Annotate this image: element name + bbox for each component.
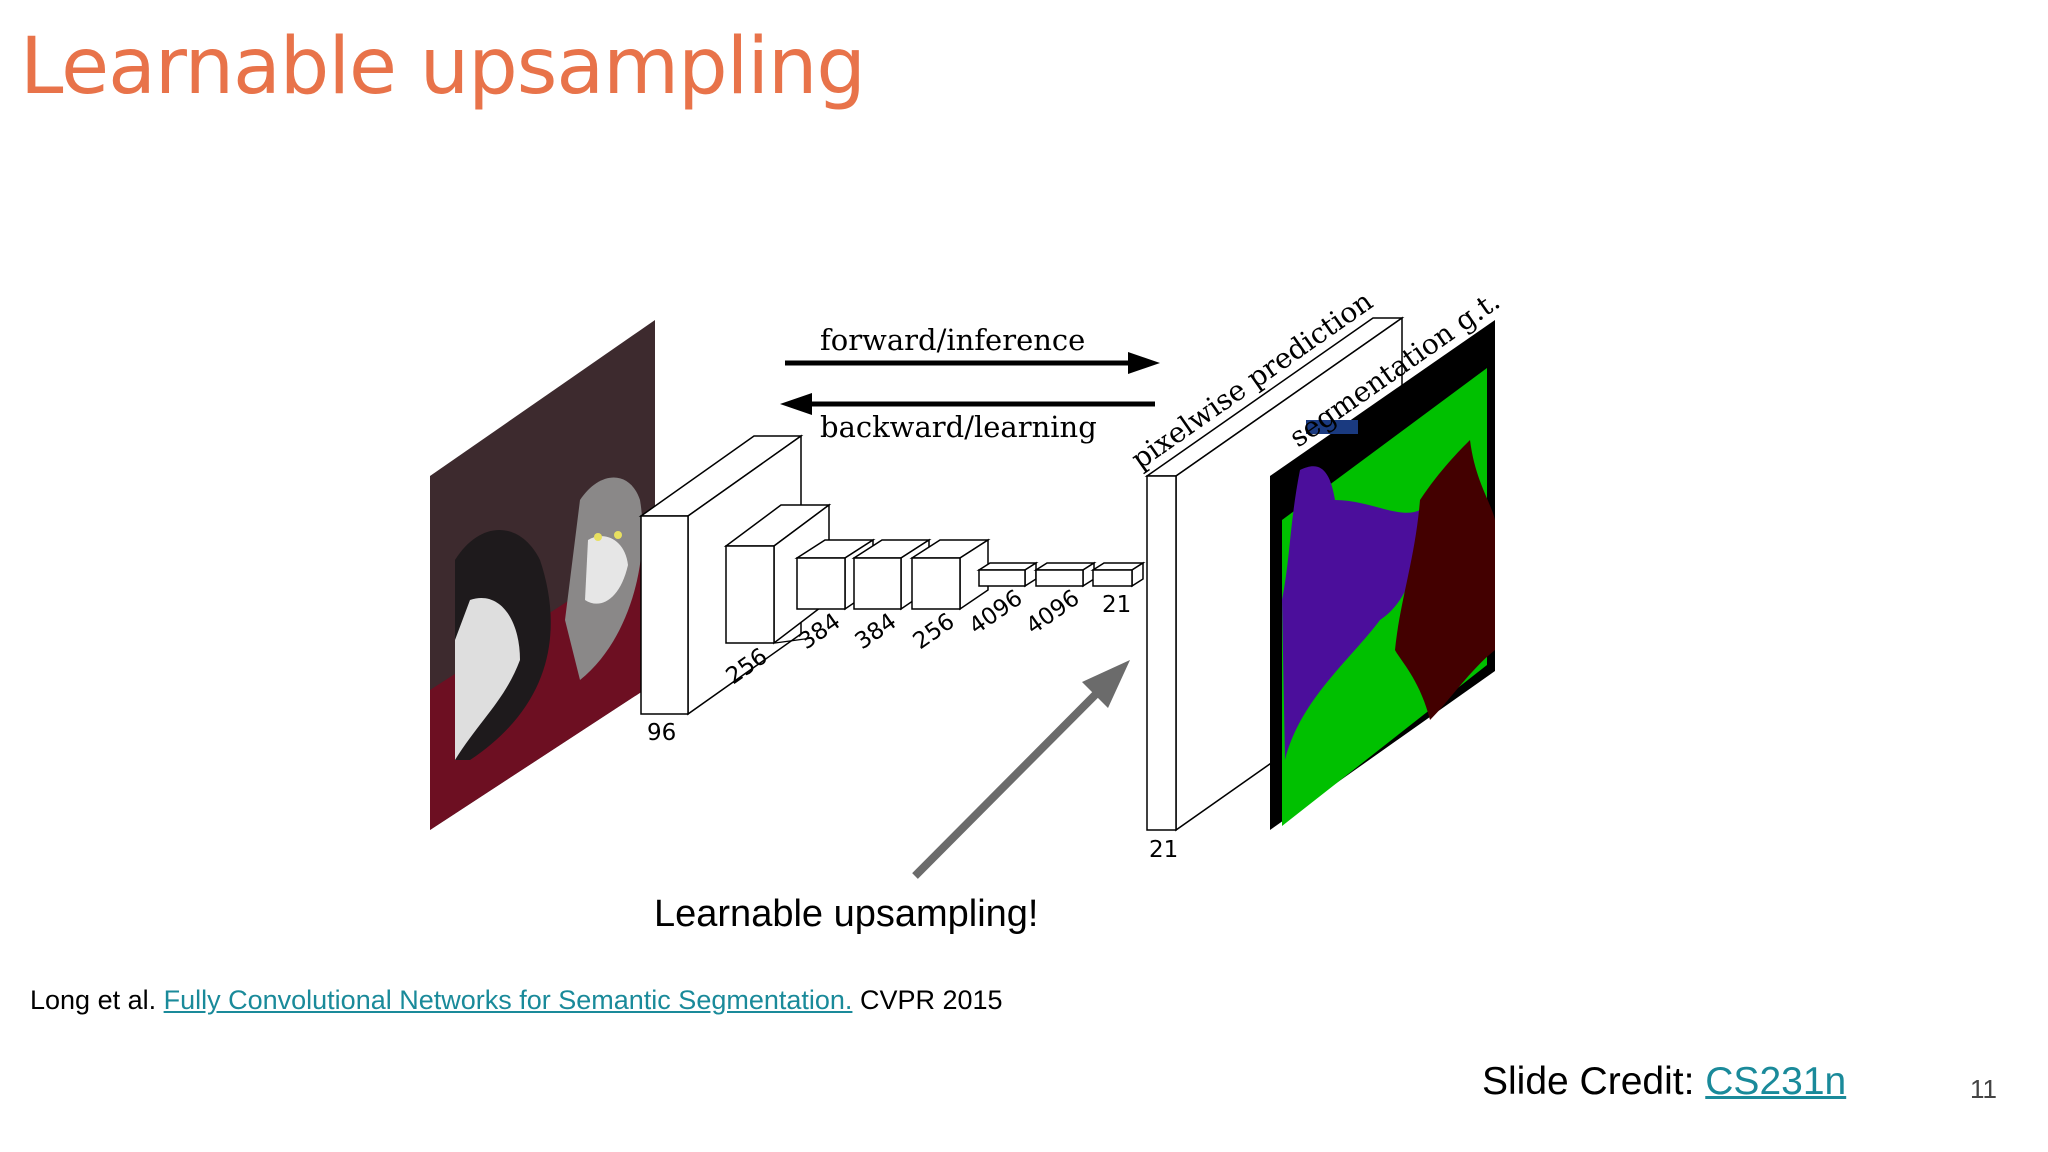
layer-label-384b: 384 (851, 608, 902, 654)
citation-prefix: Long et al. (30, 985, 164, 1015)
flow-arrows (780, 352, 1160, 415)
cs231n-link[interactable]: CS231n (1705, 1060, 1847, 1103)
layer-label-256b: 256 (909, 608, 960, 654)
backward-arrow-head (780, 393, 812, 415)
layer-label-21a: 21 (1102, 592, 1131, 618)
layer-label-21b: 21 (1149, 837, 1178, 863)
citation: Long et al. Fully Convolutional Networks… (30, 985, 1003, 1016)
figure-caption: Learnable upsampling! (654, 893, 1039, 935)
input-photo (430, 320, 655, 830)
layer-label-96: 96 (647, 720, 676, 746)
conv-block-256b (909, 538, 991, 611)
fc-block-4096a (976, 561, 1039, 588)
paper-link[interactable]: Fully Convolutional Networks for Semanti… (163, 985, 853, 1015)
forward-label: forward/inference (820, 323, 1085, 357)
fc-block-4096b (1033, 561, 1097, 588)
credit-prefix: Slide Credit: (1482, 1060, 1706, 1103)
forward-arrow-head (1128, 352, 1160, 374)
citation-suffix: CVPR 2015 (852, 985, 1003, 1015)
layer-label-4096b: 4096 (1022, 585, 1085, 640)
fc-block-21 (1090, 561, 1146, 588)
slide-title: Learnable upsampling (20, 22, 866, 112)
segmentation-gt (1270, 320, 1495, 830)
backward-label: backward/learning (820, 410, 1097, 444)
slide-credit: Slide Credit: CS231n (1482, 1060, 1846, 1104)
page-number: 11 (1970, 1074, 1997, 1104)
upsampling-arrow (912, 660, 1130, 879)
